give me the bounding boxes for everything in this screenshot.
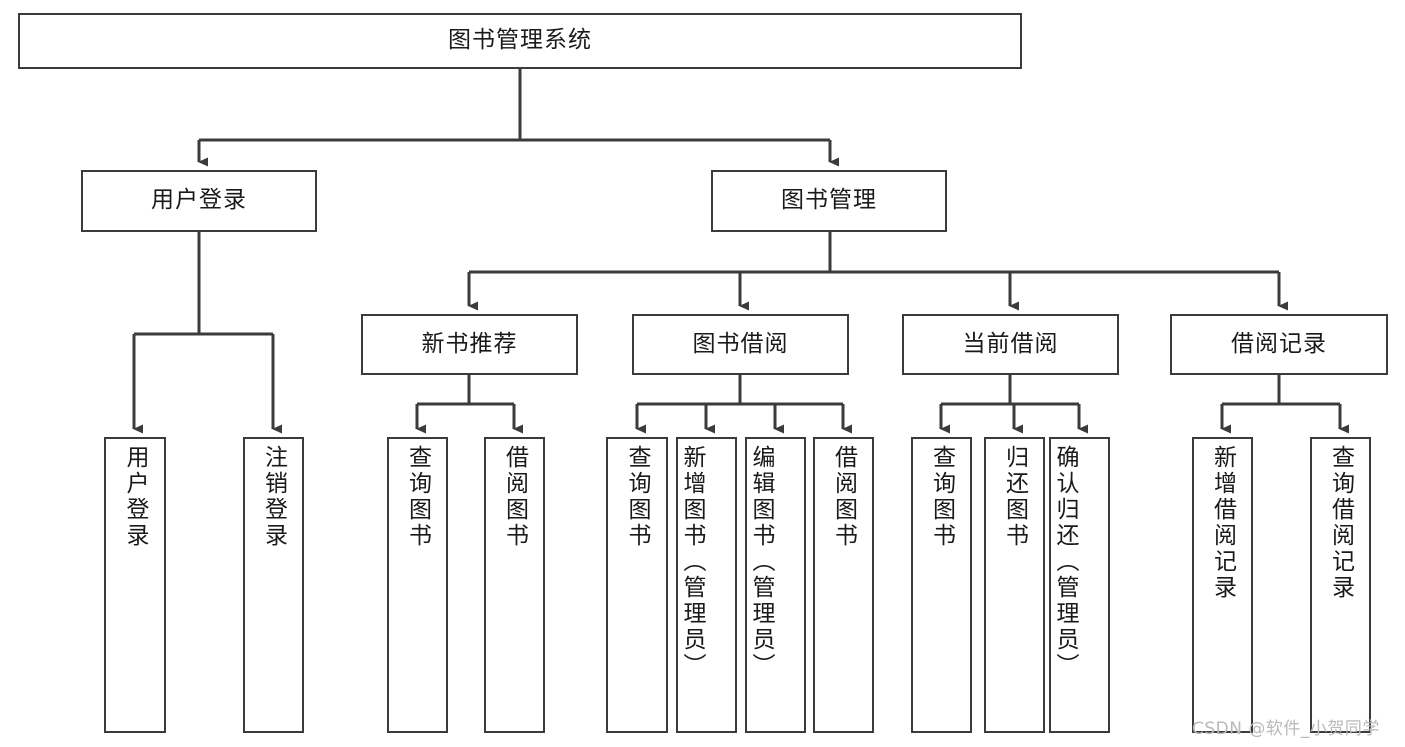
node-leaf-confirm-return[interactable]: 确认归还（管理员） [1049,437,1110,733]
node-leaf-user-login-label: 用户登录 [122,445,149,549]
node-leaf-add-borrow-record-label: 新增借阅记录 [1209,445,1236,601]
node-leaf-return-book-label: 归还图书 [1001,445,1028,549]
node-leaf-query-book-current[interactable]: 查询图书 [911,437,972,733]
node-leaf-query-borrow-record-label: 查询借阅记录 [1327,445,1354,601]
node-book-manage[interactable]: 图书管理 [711,170,947,232]
node-leaf-query-book-current-label: 查询图书 [928,445,955,549]
node-leaf-borrow-book-recommend[interactable]: 借阅图书 [484,437,545,733]
node-new-book-recommend-label: 新书推荐 [421,330,518,357]
node-leaf-borrow-book-borrow-label: 借阅图书 [830,445,857,549]
node-user-login-label: 用户登录 [151,187,247,214]
node-leaf-add-book-label: 新增图书（管理员） [679,445,706,679]
node-user-login[interactable]: 用户登录 [81,170,317,232]
node-leaf-query-borrow-record[interactable]: 查询借阅记录 [1310,437,1371,733]
node-book-borrow-label: 图书借阅 [692,330,789,357]
node-leaf-borrow-book-recommend-label: 借阅图书 [501,445,528,549]
node-current-borrow-label: 当前借阅 [962,330,1059,357]
node-leaf-query-book-recommend[interactable]: 查询图书 [387,437,448,733]
node-leaf-add-book[interactable]: 新增图书（管理员） [676,437,737,733]
node-leaf-query-book-recommend-label: 查询图书 [404,445,431,549]
node-new-book-recommend[interactable]: 新书推荐 [361,314,578,375]
node-leaf-logout-login-label: 注销登录 [260,445,287,549]
node-leaf-logout-login[interactable]: 注销登录 [243,437,304,733]
node-book-manage-label: 图书管理 [781,187,877,214]
node-leaf-query-book-borrow[interactable]: 查询图书 [606,437,668,733]
node-leaf-edit-book[interactable]: 编辑图书（管理员） [745,437,806,733]
node-leaf-confirm-return-label: 确认归还（管理员） [1052,445,1079,679]
node-leaf-user-login[interactable]: 用户登录 [104,437,166,733]
node-borrow-record-label: 借阅记录 [1231,330,1327,357]
node-root-label: 图书管理系统 [448,27,592,54]
node-leaf-add-borrow-record[interactable]: 新增借阅记录 [1192,437,1253,733]
csdn-watermark: CSDN @软件_小贺同学 [1192,719,1380,739]
node-current-borrow[interactable]: 当前借阅 [902,314,1119,375]
node-borrow-record[interactable]: 借阅记录 [1170,314,1388,375]
node-root[interactable]: 图书管理系统 [18,13,1022,69]
node-leaf-return-book[interactable]: 归还图书 [984,437,1045,733]
node-leaf-edit-book-label: 编辑图书（管理员） [748,445,775,679]
node-book-borrow[interactable]: 图书借阅 [632,314,849,375]
node-leaf-query-book-borrow-label: 查询图书 [624,445,651,549]
node-leaf-borrow-book-borrow[interactable]: 借阅图书 [813,437,874,733]
